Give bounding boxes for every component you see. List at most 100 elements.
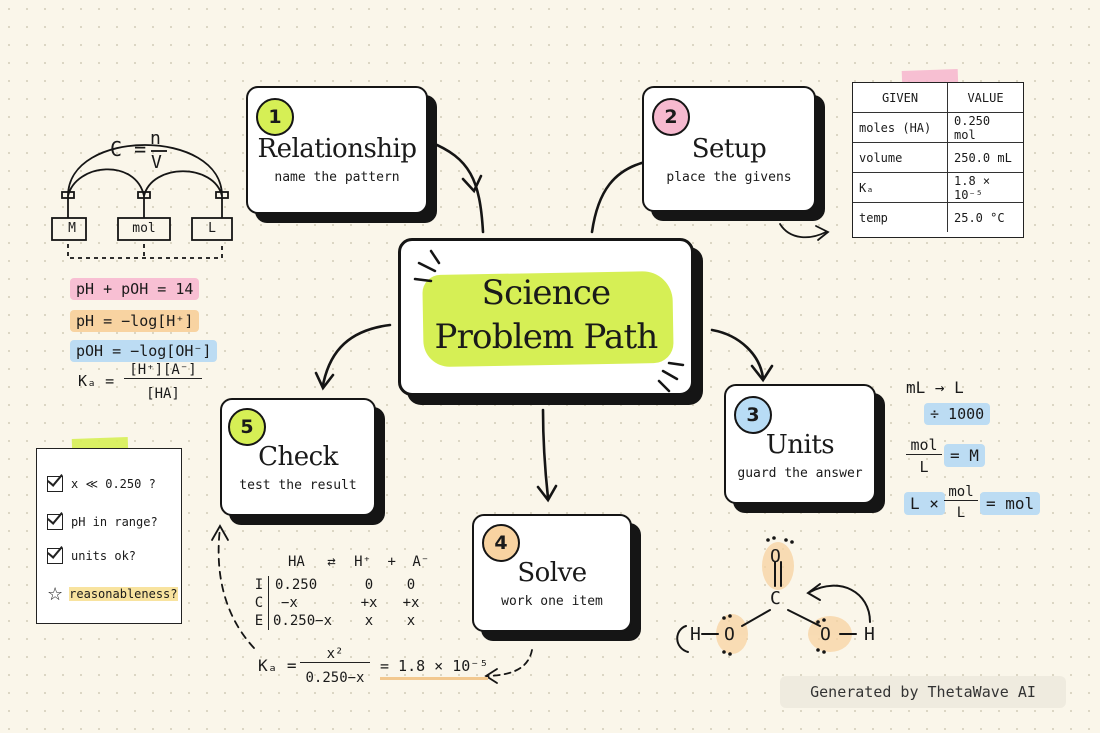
- table-cell: +x: [402, 595, 420, 611]
- box-m: M: [68, 221, 76, 236]
- ml-to-l-note: mL → L: [906, 378, 964, 397]
- arrow-to-table: [779, 223, 827, 239]
- table-cell: temp: [853, 202, 948, 232]
- table-cell: 250.0 mL: [947, 142, 1023, 173]
- ice-header: HA ⇄ H⁺ + A⁻: [288, 554, 448, 570]
- checklist-label: pH in range?: [71, 515, 158, 529]
- arrow-to-units: [710, 328, 765, 380]
- checklist-label: reasonableness?: [69, 587, 178, 601]
- step-subtitle: guard the answer: [737, 466, 863, 481]
- atom-c: C: [770, 588, 781, 609]
- table-cell: 0: [364, 577, 374, 593]
- table-row: E 0.250−x x x: [250, 612, 435, 630]
- ph-poh-formula: pH + pOH = 14: [70, 278, 200, 300]
- table-row: moles (HA) 0.250 mol: [853, 112, 1023, 143]
- table-cell: +x: [360, 595, 378, 611]
- table-cell: 0: [406, 577, 416, 593]
- l-times-note: L ×: [904, 492, 945, 515]
- arrow-to-relationship: [428, 140, 485, 234]
- ka-numerator: [H⁺][A⁻]: [124, 362, 202, 379]
- table-cell: 25.0 °C: [954, 210, 1005, 225]
- poh-formula: pOH = −log[OH⁻]: [70, 340, 218, 362]
- mol-numerator-2: mol: [944, 484, 978, 501]
- table-row: temp 25.0 °C: [853, 202, 1023, 232]
- checklist-item[interactable]: pH in range?: [47, 509, 158, 535]
- checklist-card: x ≪ 0.250 ? pH in range? units ok? ☆ rea…: [36, 448, 182, 624]
- watermark: Generated by ThetaWave AI: [780, 676, 1066, 708]
- ice-header-plus: +: [387, 554, 396, 570]
- dashed-return-arrow: [217, 527, 255, 649]
- step-number-badge: 3: [734, 396, 772, 434]
- step-number-badge: 1: [256, 98, 294, 136]
- table-row: C −x +x +x: [250, 594, 435, 612]
- checkbox-checked[interactable]: [47, 548, 63, 564]
- mol-numerator: mol: [906, 436, 942, 455]
- table-row: volume 250.0 mL: [853, 142, 1023, 173]
- table-cell: Kₐ: [853, 172, 948, 203]
- step-number-badge: 5: [228, 408, 266, 446]
- checklist-label: units ok?: [71, 549, 137, 563]
- checklist-item[interactable]: ☆ reasonableness?: [47, 581, 178, 607]
- ice-row-label: E: [250, 612, 269, 630]
- equals-mol-note: = mol: [980, 492, 1041, 515]
- ph-formula: pH = −log[H⁺]: [70, 310, 200, 332]
- l-denominator: L: [919, 458, 929, 476]
- ka-label: Kₐ =: [78, 372, 115, 390]
- step-title: Setup: [691, 134, 767, 164]
- n-label: n: [150, 128, 161, 149]
- ice-ka-value: = 1.8 × 10⁻⁵: [380, 657, 489, 680]
- equilibrium-arrow-icon: ⇄: [327, 554, 336, 570]
- table-cell: x: [406, 613, 416, 629]
- c-equals-label: C =: [110, 137, 147, 161]
- relationship-diagram: [51, 144, 233, 259]
- atom-o-left: O: [724, 624, 735, 645]
- ice-header-h: H⁺: [354, 554, 372, 570]
- star-icon: ☆: [47, 583, 64, 605]
- ice-row-label: C: [250, 594, 269, 612]
- l-denominator-2: L: [956, 505, 966, 521]
- checkbox-checked[interactable]: [47, 514, 63, 530]
- central-topic-card[interactable]: Science Problem Path: [398, 238, 694, 396]
- table-cell: moles (HA): [853, 112, 948, 143]
- table-row: I 0.250 0 0: [250, 576, 435, 594]
- step-title: Units: [765, 430, 835, 460]
- box-mol: mol: [132, 221, 156, 236]
- givens-table: GIVEN VALUE moles (HA) 0.250 mol volume …: [852, 82, 1024, 238]
- atom-h-left: H: [690, 624, 701, 645]
- divide-note: ÷ 1000: [924, 403, 991, 425]
- ka-denominator: [HA]: [146, 386, 180, 402]
- table-cell: 0.250−x: [273, 613, 333, 629]
- step-title: Check: [258, 442, 338, 472]
- checklist-item[interactable]: x ≪ 0.250 ?: [47, 471, 156, 497]
- ice-row-label: I: [250, 576, 269, 594]
- step-subtitle: place the givens: [666, 170, 792, 185]
- ice-ka-numerator: x²: [300, 646, 370, 663]
- step-number-badge: 2: [652, 98, 690, 136]
- ice-table: I 0.250 0 0 C −x +x +x E 0.250−x x x: [250, 576, 435, 630]
- center-title-line2: Problem Path: [434, 317, 659, 357]
- table-cell: 0.250 mol: [947, 112, 1023, 143]
- ice-header-ha: HA: [288, 554, 305, 570]
- ice-header-a: A⁻: [412, 554, 430, 570]
- v-label: V: [151, 152, 162, 173]
- ice-ka-denominator: 0.250−x: [305, 670, 365, 686]
- step-number-badge: 4: [482, 524, 520, 562]
- dashed-solve-arrow: [487, 649, 533, 677]
- equals-m-note: = M: [944, 444, 985, 467]
- step-subtitle: test the result: [239, 478, 357, 493]
- table-cell: volume: [853, 142, 948, 173]
- table-cell: −x: [281, 595, 298, 611]
- center-title-line1: Science: [481, 273, 612, 313]
- table-cell: 0.250: [275, 577, 318, 593]
- atom-o-top: O: [770, 546, 781, 567]
- table-cell: x: [364, 613, 374, 629]
- checkbox-checked[interactable]: [47, 476, 63, 492]
- box-l: L: [208, 221, 216, 236]
- step-card-units[interactable]: Units guard the answer: [724, 384, 876, 504]
- table-header-value: VALUE: [947, 83, 1023, 113]
- atom-h-right: H: [864, 624, 875, 645]
- sparkle-marks: [413, 249, 685, 393]
- ice-ka-label: Kₐ =: [258, 656, 297, 675]
- checklist-item[interactable]: units ok?: [47, 543, 136, 569]
